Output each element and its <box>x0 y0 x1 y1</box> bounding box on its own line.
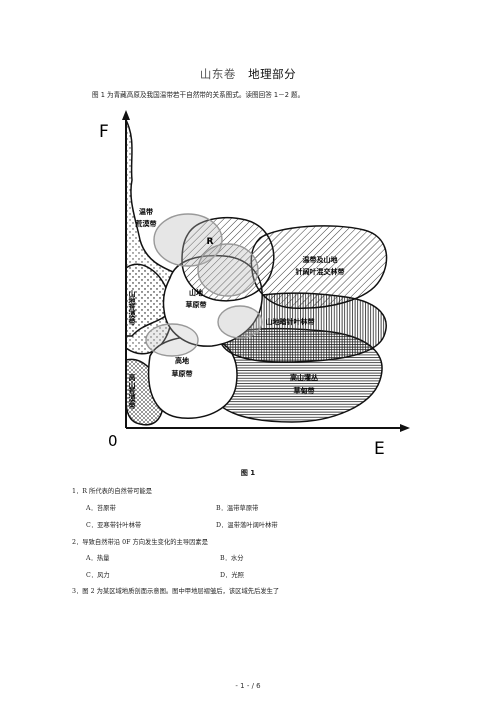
overlap-ellipse <box>217 305 263 339</box>
option-1c: C．亚寒带针叶林带 <box>86 522 142 529</box>
label-mountain-conifer: 山地暗针叶林带 <box>266 317 315 326</box>
label-temperate-desert: 荒漠带 <box>135 219 157 228</box>
option-2d: D．光照 <box>220 572 244 579</box>
option-1d: D．温带落叶阔叶林带 <box>216 522 278 529</box>
figure-caption: 图 1 <box>240 469 256 477</box>
option-2a: A．热量 <box>86 555 110 562</box>
label-alpine-meadow: 高山灌丛 <box>290 373 318 382</box>
label-r: R <box>207 237 214 247</box>
label-alpine-meadow: 草甸带 <box>294 386 315 395</box>
page-number: - 1 - / 6 <box>235 682 261 690</box>
label-alpine-desert: 高山荒漠带 <box>128 373 137 410</box>
y-axis-arrow-icon <box>122 110 130 120</box>
label-mountain-semidesert: 山地荒漠带 <box>128 289 137 326</box>
zone-mixed-forest <box>250 225 388 309</box>
region-label: 山东卷 <box>199 67 236 81</box>
x-axis-arrow-icon <box>400 424 410 432</box>
page-title: 山东卷 地理部分 <box>0 66 496 82</box>
question-3: 3．图 2 为某区域地质剖面示意图。图中甲地层褶皱后，该区域先后发生了 <box>72 588 280 595</box>
option-1a: A．苔原带 <box>86 505 116 512</box>
label-mixed-forest: 温带及山地 <box>303 255 338 264</box>
y-axis-label: F <box>99 122 109 142</box>
intro-text: 图 1 为青藏高原及我国温带若干自然带的关系图式。读图回答 1－2 题。 <box>92 91 305 99</box>
x-axis-label: E <box>374 439 385 459</box>
label-mixed-forest: 针阔叶混交林带 <box>295 267 345 276</box>
label-highland-steppe: 高地 <box>175 356 189 365</box>
label-mountain-steppe: 草原带 <box>186 300 207 309</box>
overlap-ellipse <box>197 243 259 297</box>
subject-label: 地理部分 <box>248 67 297 81</box>
origin-label: 0 <box>108 432 118 450</box>
zone-diagram: F E 0 温带 荒漠带 R 温带及山地 针阔叶混交林带 山地 草原带 山地荒漠… <box>99 110 410 459</box>
option-2b: B．水分 <box>220 555 244 562</box>
zone-r <box>181 216 275 302</box>
question-1: 1．R 所代表的自然带可能是 <box>72 488 153 495</box>
label-mountain-steppe: 山地 <box>189 288 203 297</box>
option-1b: B．温带草原带 <box>216 505 259 512</box>
label-highland-steppe: 草原带 <box>172 369 193 378</box>
option-2c: C．风力 <box>86 572 110 579</box>
label-temperate-desert: 温带 <box>139 207 153 216</box>
overlap-ellipse <box>145 323 199 357</box>
question-2: 2．导致自然带沿 0F 方向发生变化的主导因素是 <box>72 539 209 546</box>
